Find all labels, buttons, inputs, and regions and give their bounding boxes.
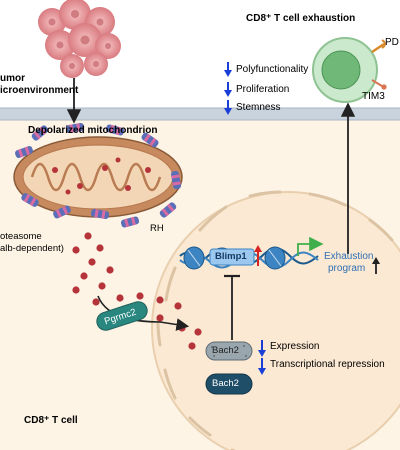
phenotype-proliferation: Proliferation (236, 84, 290, 95)
expression-label: Expression (270, 341, 320, 352)
exhaustion-title: CD8⁺ T cell exhaustion (246, 13, 356, 24)
proteasome-label-line2: alb-dependent) (0, 243, 64, 254)
rh-label: RH (150, 223, 164, 234)
mitochondrion-icon (13, 136, 183, 218)
phenotype-down-arrows (224, 62, 232, 115)
mitochondrion-label: Depolarized mitochondrion (28, 125, 158, 136)
phenotype-stemness: Stemness (236, 102, 281, 113)
blimp1-gene-box (209, 248, 255, 266)
transcription-start-arrow (297, 236, 324, 256)
tumor-label-line2: icroenvironment (0, 85, 79, 96)
transcriptional-repression-down-arrow (258, 358, 266, 375)
bach2-bottom-label: Bach2 (212, 378, 239, 389)
cd8-t-cell-label: CD8⁺ T cell (24, 415, 78, 426)
proteasome-label-line1: oteasome (0, 231, 42, 242)
bach2-protein-top (205, 341, 253, 361)
pd-receptor-icon (371, 39, 386, 54)
exhaustion-program-label-line2: program (328, 263, 366, 274)
tumor-label-line1: umor (0, 73, 25, 84)
cell-membrane (0, 108, 400, 120)
proliferation-down-arrow (224, 82, 232, 97)
blimp1-label: Blimp1 (215, 251, 247, 262)
tumor-cluster-icon (38, 0, 121, 78)
tim3-label: TIM3 (362, 91, 385, 102)
bach2-protein-bottom (205, 373, 253, 395)
repression-inhibitor-bar (224, 274, 240, 340)
blimp1-up-arrow (254, 245, 262, 266)
stemness-down-arrow (224, 100, 232, 115)
dna-chromatin (179, 246, 319, 270)
exhaustion-program-label-line1: Exhaustion (324, 251, 374, 262)
polyfunctionality-down-arrow (224, 62, 232, 77)
tim3-receptor-icon (371, 79, 387, 90)
exhaustion-up-arrow (372, 257, 380, 274)
pgrmc2-protein (96, 301, 148, 331)
exhausted-t-cell-icon (312, 37, 378, 103)
pd-label: PD (385, 37, 399, 48)
bach2-top-label: Bach2 (212, 345, 239, 356)
transcriptional-repression-label: Transcriptional repression (270, 359, 385, 370)
phenotype-polyfunctionality: Polyfunctionality (236, 64, 309, 75)
proteasome-icons (15, 122, 182, 228)
expression-down-arrow (258, 340, 266, 357)
